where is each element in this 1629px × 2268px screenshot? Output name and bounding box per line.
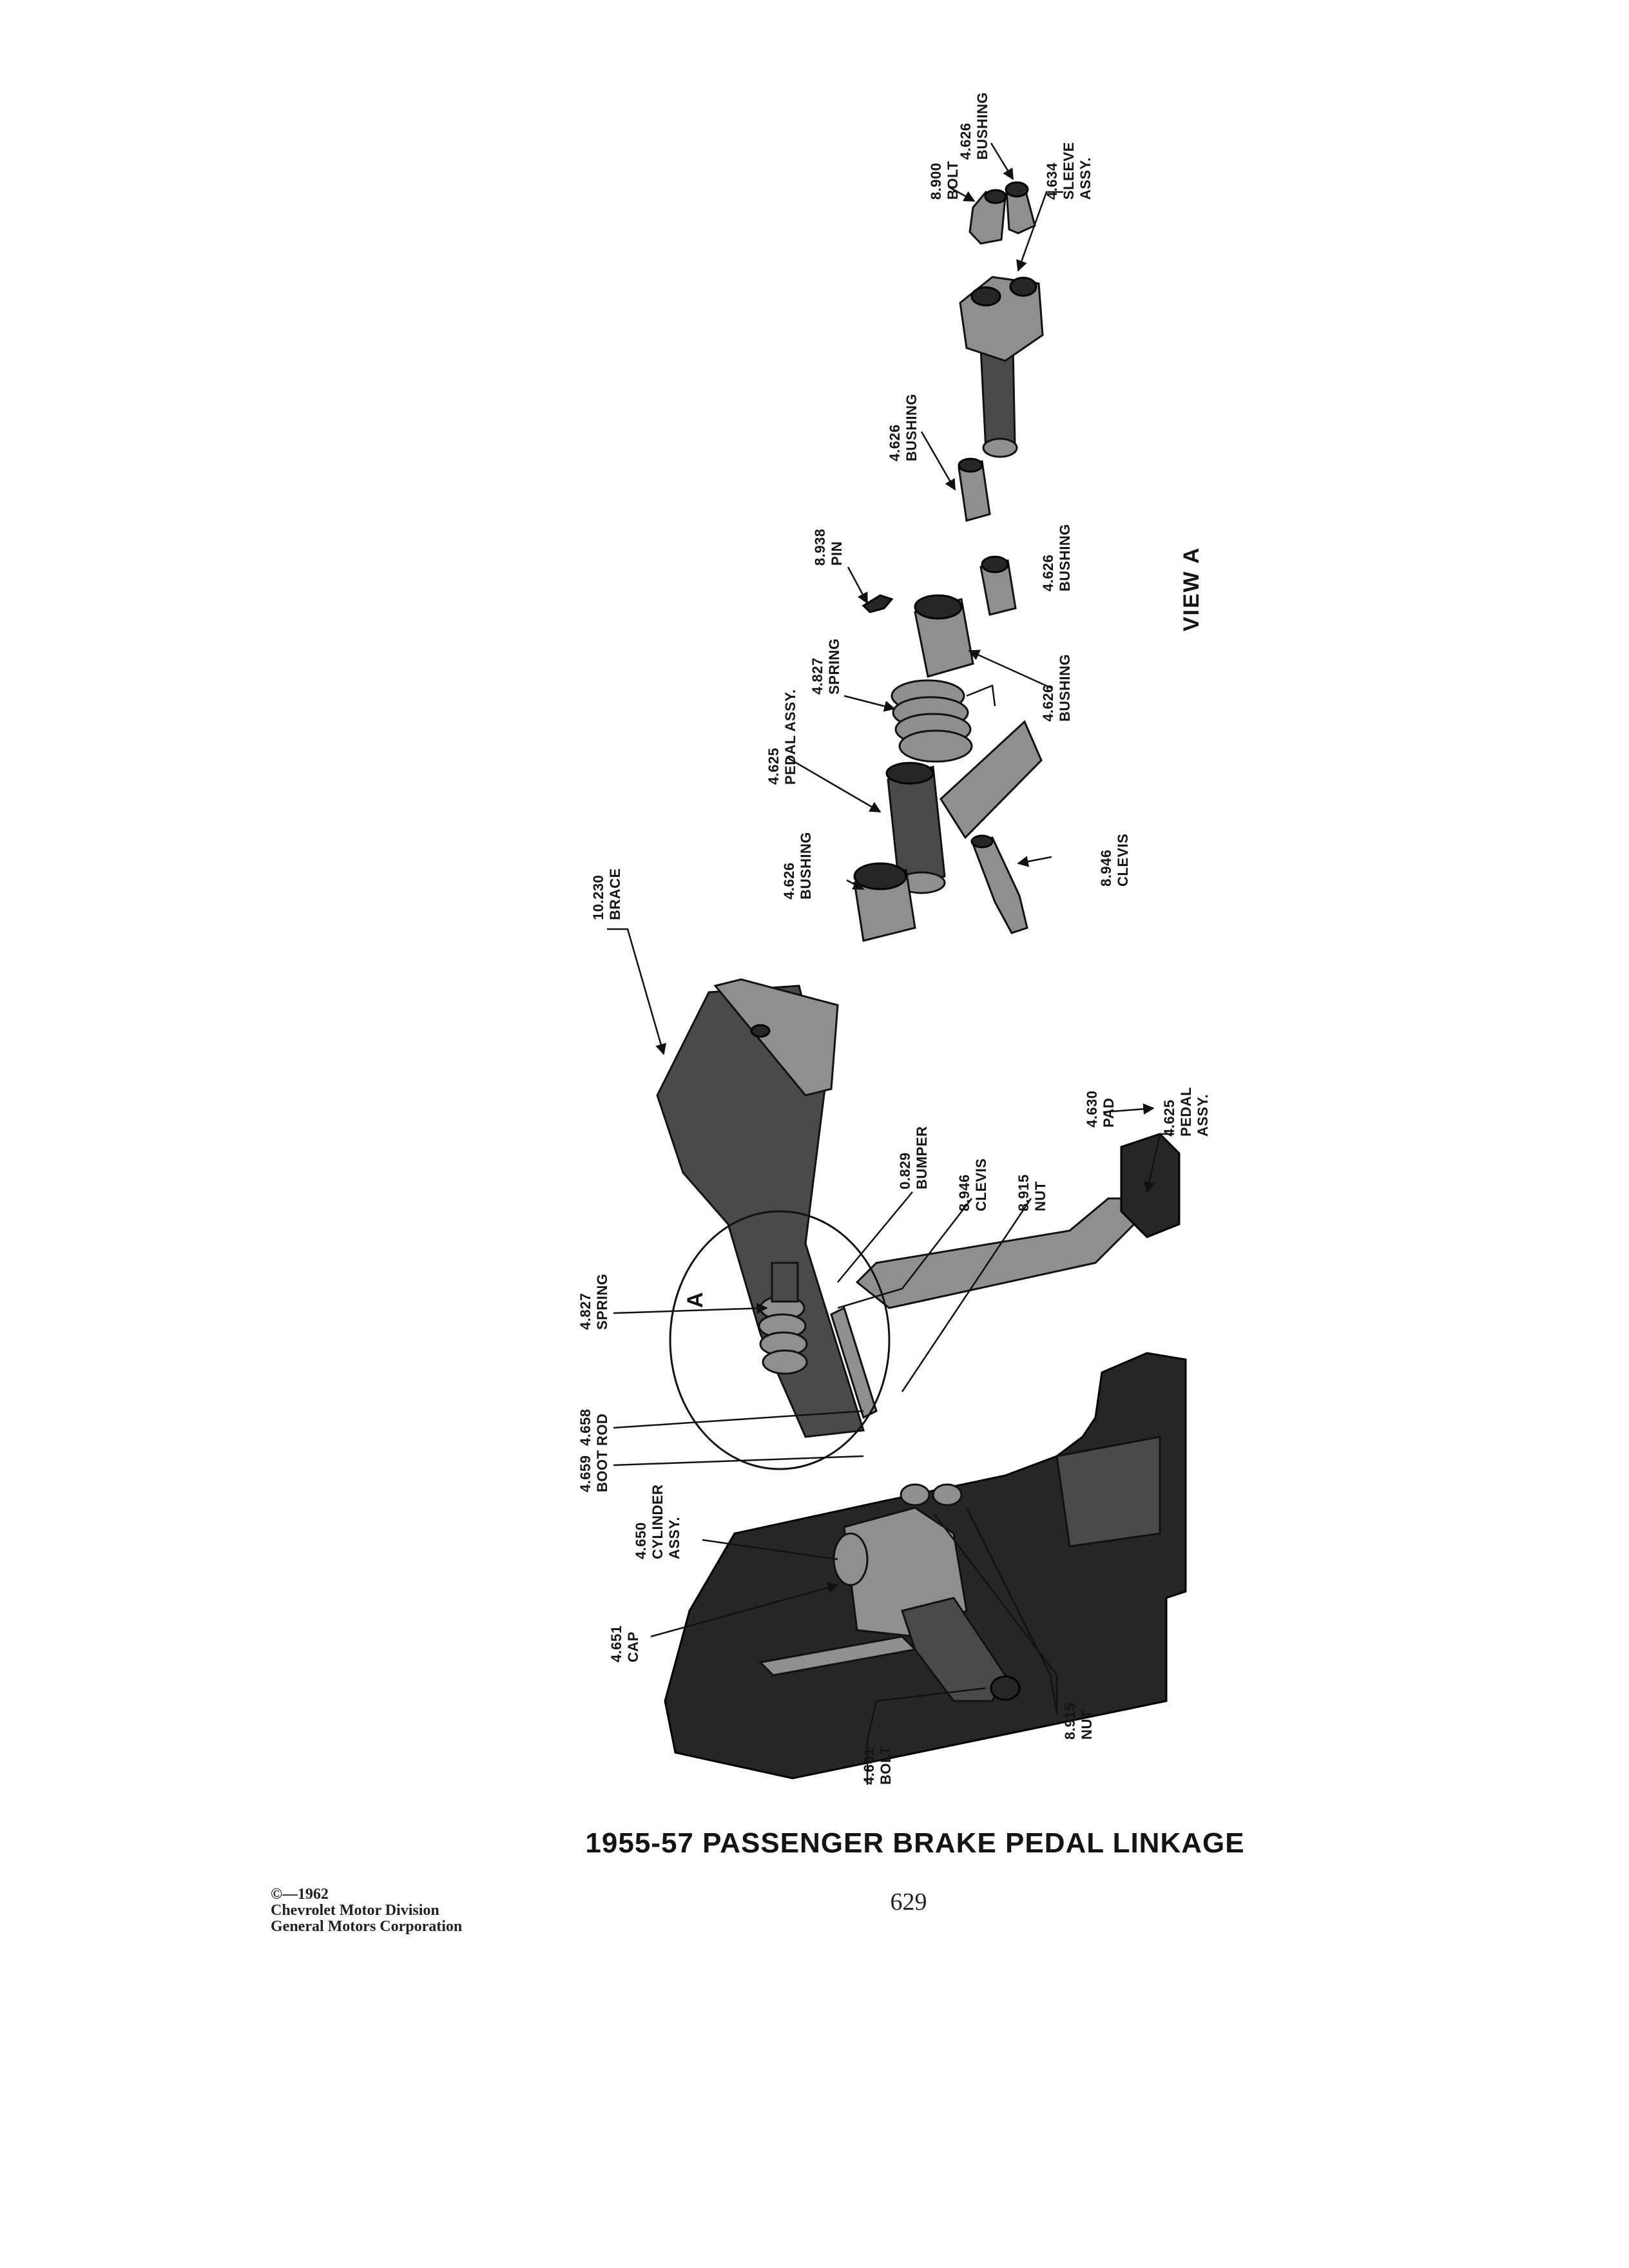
clevis-view-part (970, 834, 1028, 934)
bushing-large-part (914, 594, 974, 678)
label-clevis-main-name: CLEVIS (973, 1158, 989, 1211)
label-clevis-view-num: 8.946 (1098, 849, 1114, 887)
page-number: 629 (890, 1888, 927, 1916)
label-sleeve-name2: ASSY. (1077, 157, 1094, 200)
label-bolt-8900-num: 8.900 (928, 162, 944, 200)
part-labels: 8.900 BOLT 4.626 BUSHING 4.634 SLEEVE AS… (577, 92, 1211, 1785)
label-spring-view-name: SPRING (826, 639, 842, 695)
label-bushing-small-num: 4.626 (1040, 554, 1056, 591)
label-bushing-small-name: BUSHING (1057, 524, 1073, 591)
label-pin-num: 8.938 (812, 528, 828, 566)
label-cylinder-name2: ASSY. (666, 1517, 682, 1559)
label-brace-num: 10.230 (590, 875, 606, 920)
label-bushing-large-num: 4.626 (1040, 684, 1056, 722)
detail-a-circle (669, 1210, 891, 1470)
firewall-flange (1055, 1436, 1161, 1548)
label-clevis-view-name: CLEVIS (1115, 834, 1131, 887)
view-a-exploded-parts (853, 181, 1044, 942)
label-nut-lower-name: NUT (1079, 1709, 1095, 1740)
label-spring-view-num: 4.827 (809, 657, 825, 695)
label-bushing-large-name: BUSHING (1057, 654, 1073, 722)
label-sleeve-name1: SLEEVE (1061, 142, 1077, 200)
brace-flange (713, 978, 839, 1097)
label-bushing-left-num: 4.626 (781, 862, 797, 899)
label-cap-name: CAP (625, 1631, 641, 1662)
copyright-line-2: Chevrolet Motor Division (271, 1902, 439, 1919)
figure-caption: 1955-57 PASSENGER BRAKE PEDAL LINKAGE (585, 1827, 1245, 1859)
label-bushing-top-name: BUSHING (974, 92, 990, 160)
label-bushing-mid-name: BUSHING (903, 394, 920, 461)
studs-nuts-part (900, 1483, 963, 1506)
brace-hole (750, 1024, 771, 1038)
label-pedal-view-name: PEDAL ASSY. (782, 689, 798, 785)
label-pedal-main-num: 4.625 (1161, 1099, 1177, 1137)
label-bumper-num: 0.829 (897, 1152, 913, 1189)
label-sleeve-num: 4.634 (1044, 162, 1060, 200)
bolt-8900-part (969, 189, 1007, 245)
bushing-mid-part (958, 457, 991, 522)
label-pedal-view-num: 4.625 (766, 747, 782, 785)
master-cylinder-part (833, 1506, 1021, 1702)
label-nut-lower-num: 8.915 (1062, 1702, 1078, 1740)
label-rod-name: ROD (594, 1414, 610, 1446)
copyright-line-3: General Motors Corporation (271, 1918, 463, 1935)
label-spring-main-num: 4.827 (577, 1293, 593, 1330)
label-cap-num: 4.651 (608, 1625, 624, 1662)
copyright-block: ©—1962 Chevrolet Motor Division General … (271, 1887, 462, 1935)
label-boot-name: BOOT (594, 1450, 610, 1492)
spring-view-part (891, 679, 996, 763)
label-cylinder-num: 4.650 (633, 1522, 649, 1559)
pedal-view-part (885, 720, 1043, 894)
label-bolt-8900-name: BOLT (945, 161, 961, 200)
view-a-label: VIEW A (1179, 546, 1204, 631)
label-pedal-main-name2: ASSY. (1195, 1094, 1211, 1137)
label-pin-name: PIN (829, 541, 845, 566)
pin-part (862, 594, 894, 613)
label-spring-main-name: SPRING (594, 1274, 610, 1330)
label-bolt-4661-name: BOLT (878, 1746, 894, 1785)
detail-a-marker: A (683, 1291, 708, 1308)
push-rod-part (830, 1306, 878, 1419)
label-pad-name: PAD (1101, 1098, 1117, 1128)
label-bushing-left-name: BUSHING (798, 832, 814, 899)
label-cylinder-name1: CYLINDER (650, 1485, 666, 1559)
copyright-line-1: ©—1962 (271, 1886, 329, 1903)
label-bolt-4661-num: 4.661 (861, 1747, 877, 1785)
bushing-left-part (853, 862, 916, 942)
label-brace-name: BRACE (607, 868, 623, 920)
leader-lines (607, 142, 1174, 1785)
bushing-top-part (1005, 181, 1036, 235)
sleeve-assy-part (959, 276, 1044, 458)
main-assembly (656, 978, 1187, 1780)
label-pad-num: 4.630 (1084, 1090, 1100, 1128)
label-nut-upper-name: NUT (1032, 1181, 1048, 1211)
label-rod-num: 4.658 (577, 1408, 593, 1446)
label-bumper-name: BUMPER (914, 1126, 930, 1189)
label-bushing-mid-num: 4.626 (887, 424, 903, 461)
label-bushing-top-num: 4.626 (958, 122, 974, 160)
pedal-arm-part (855, 1197, 1135, 1309)
label-clevis-main-num: 8.946 (956, 1174, 972, 1211)
bushing-small-part (979, 555, 1017, 616)
label-boot-num: 4.659 (577, 1455, 593, 1492)
label-nut-upper-num: 8.915 (1016, 1174, 1032, 1211)
label-pedal-main-name1: PEDAL (1178, 1087, 1194, 1137)
spring-main-part (758, 1262, 808, 1375)
